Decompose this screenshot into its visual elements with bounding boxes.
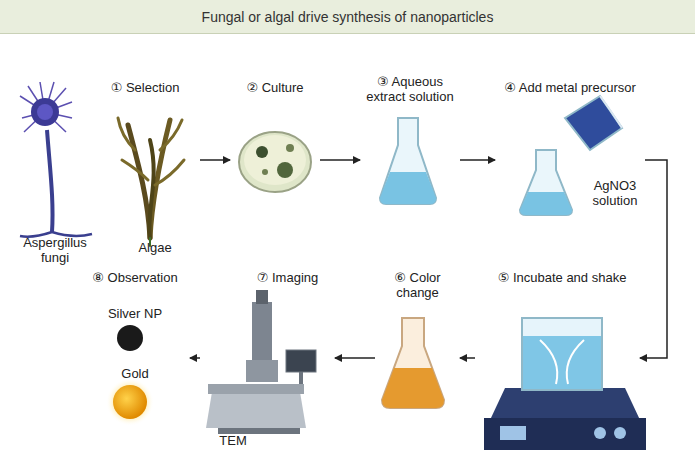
step-label: ② Culture	[230, 80, 320, 95]
step-label: ⑥ Color change	[375, 270, 460, 300]
magnetic-stirrer	[484, 318, 646, 450]
extract-flask	[380, 118, 436, 204]
flow-arrow	[460, 159, 495, 161]
culture-step: ② Culture	[230, 75, 320, 205]
incubate-step: ⑤ Incubate and shake	[475, 268, 640, 448]
aspergillus-fungus	[20, 82, 92, 237]
step-label: ⑤ Incubate and shake	[497, 270, 627, 285]
flow-arrow	[460, 357, 475, 359]
flow-arrow	[640, 160, 667, 358]
tem-microscope	[206, 290, 316, 434]
flow-arrow	[335, 357, 375, 359]
flow-arrow	[190, 357, 200, 359]
item-label: Silver NP	[85, 306, 185, 321]
algae	[118, 118, 184, 246]
selection-step: ① SelectionAspergillus fungi Algae	[15, 75, 200, 270]
extract-step: ③ Aqueous extract solution	[360, 68, 460, 208]
step-label: ⑧ Observation	[80, 270, 190, 285]
step-label: ⑦ Imaging	[240, 270, 335, 285]
petri-dish	[239, 132, 311, 192]
precursor-step: ④ Add metal precursorAgNO3 solution	[495, 70, 645, 230]
step-label: ③ Aqueous extract solution	[360, 74, 460, 104]
item-label: Aspergillus fungi	[15, 235, 95, 265]
item-label: Algae	[120, 240, 190, 255]
step-label: ④ Add metal precursor	[495, 80, 645, 95]
pouring-beaker	[565, 96, 622, 150]
step-label: ① Selection	[90, 80, 200, 95]
imaging-step: ⑦ ImagingTEM	[200, 268, 335, 448]
flow-arrow	[320, 159, 360, 161]
color-change-flask	[382, 318, 444, 408]
item-label: Gold	[85, 366, 185, 381]
precursor-flask	[520, 150, 572, 215]
item-label: AgNO3 solution	[580, 178, 650, 208]
flow-arrow	[200, 159, 230, 161]
observation-step: ⑧ ObservationSilver NP Gold	[80, 268, 190, 443]
title-band: Fungal or algal drive synthesis of nanop…	[0, 0, 695, 34]
color-change-step: ⑥ Color change	[375, 268, 460, 418]
item-label: TEM	[208, 433, 258, 448]
